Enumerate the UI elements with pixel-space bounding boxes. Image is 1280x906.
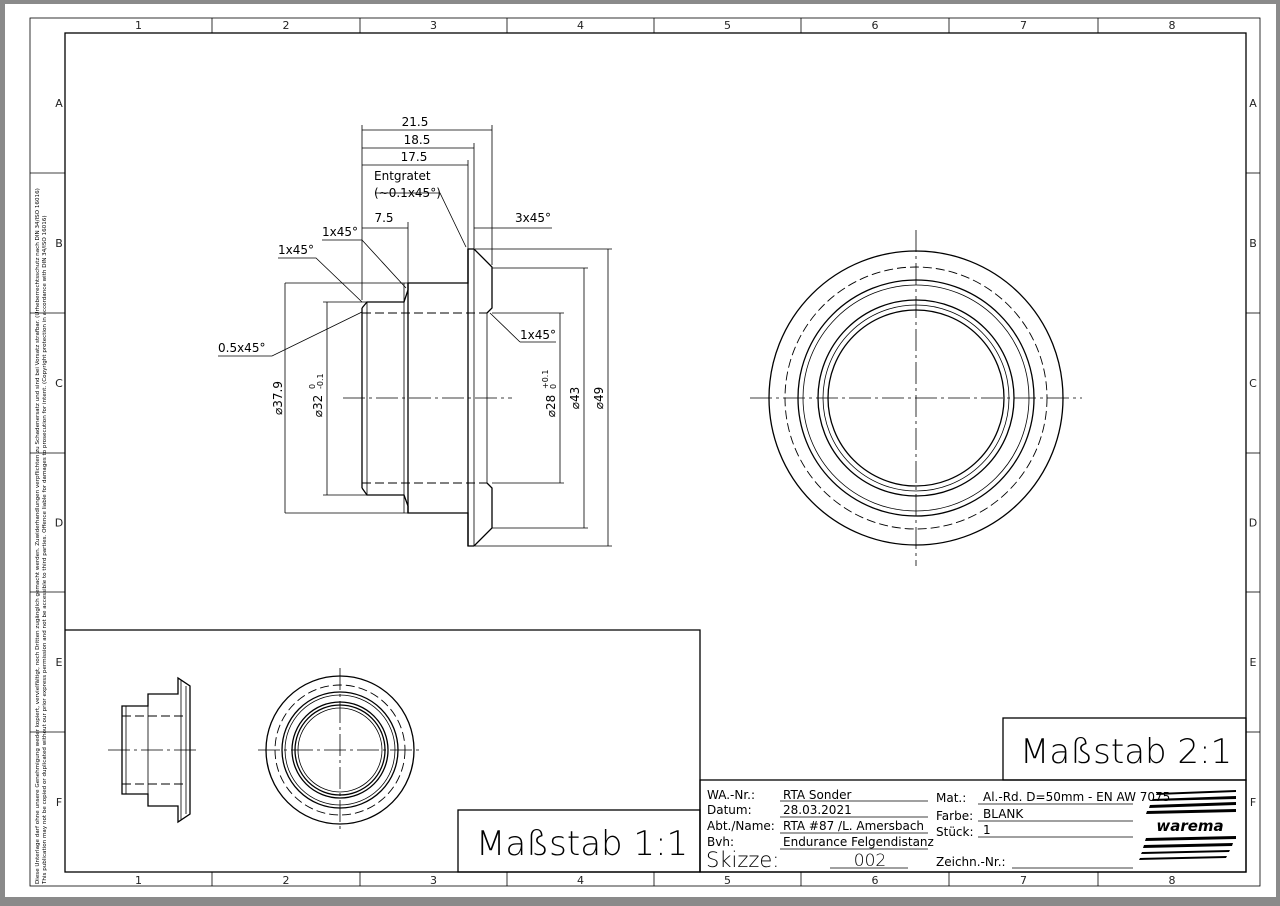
copyright-notice: Diese Unterlage darf ohne unsere Genehmi… [35,188,48,885]
dim-length-7-5: 7.5 [374,211,393,225]
date-label: Datum: [707,803,752,817]
dim-dia-32-tol-up: 0 [308,384,317,389]
note-deburr: Entgratet [374,169,431,183]
wa-label: WA.-Nr.: [707,788,755,802]
drawing-number-label: Zeichn.-Nr.: [936,855,1006,869]
column-label: 1 [135,874,142,887]
column-label: 4 [577,19,584,32]
column-label: 5 [724,874,731,887]
row-label: A [55,97,63,110]
small-side-view [108,676,200,824]
scale-main: Maßstab 2:1 [1020,732,1232,772]
chamfer-bore-in: 0.5x45° [218,341,265,355]
column-label: 8 [1169,874,1176,887]
side-view: 21.5 18.5 17.5 Entgratet (~0.1x45°) 7.5 … [218,115,612,547]
column-label: 3 [430,19,437,32]
chamfer-3x45: 3x45° [515,211,551,225]
row-label: F [1250,796,1256,809]
column-label: 6 [872,19,879,32]
column-label: 2 [283,19,290,32]
quantity-value: 1 [983,823,991,837]
color-label: Farbe: [936,809,973,823]
chamfer-step: 1x45° [322,225,358,239]
row-label: A [1249,97,1257,110]
bvh-value: Endurance Felgendistanz [783,835,934,849]
chamfer-bore-out: 1x45° [520,328,556,342]
sheet [5,4,1276,897]
sketch-label: Skizze: [706,848,779,872]
dim-dia-28-tol-up: +0.1 [541,370,550,389]
color-value: BLANK [983,807,1024,821]
row-label: C [1249,377,1257,390]
warema-logo: warema [1139,790,1236,860]
dim-length-17-5: 17.5 [401,150,428,164]
copyright-en: This publication may not be copied or du… [42,215,48,885]
column-label: 7 [1020,19,1027,32]
sketch-number: 002 [854,851,886,871]
column-label: 2 [283,874,290,887]
dim-dia-32: ⌀32 [311,395,325,418]
bvh-label: Bvh: [707,835,734,849]
quantity-label: Stück: [936,825,974,839]
dept-label: Abt./Name: [707,819,775,833]
title-block: WA.-Nr.: RTA Sonder Datum: 28.03.2021 Ab… [699,779,1247,873]
column-label: 5 [724,19,731,32]
date-value: 28.03.2021 [783,803,852,817]
row-label: F [56,796,62,809]
dim-dia-28: ⌀28 [544,395,558,418]
wa-value: RTA Sonder [783,788,851,802]
material-label: Mat.: [936,791,966,805]
column-label: 4 [577,874,584,887]
chamfer-front: 1x45° [278,243,314,257]
dim-length-total: 21.5 [402,115,429,129]
front-view [750,230,1082,566]
small-front-view [258,668,422,832]
column-label: 6 [872,874,879,887]
logo-text: warema [1156,817,1223,835]
row-label: B [55,237,63,250]
column-label: 7 [1020,874,1027,887]
column-label: 8 [1169,19,1176,32]
dim-dia-37-9: ⌀37.9 [271,381,285,415]
dim-dia-49: ⌀49 [592,387,606,410]
column-label: 3 [430,874,437,887]
row-label: C [55,377,63,390]
dim-dia-43: ⌀43 [568,387,582,410]
row-label: B [1249,237,1257,250]
dim-dia-28-tol-low: 0 [549,384,558,389]
dim-dia-32-tol-low: -0.1 [316,373,325,389]
scale-small: Maßstab 1:1 [476,824,688,864]
outer-border [29,17,1261,887]
row-label: E [56,656,63,669]
column-label: 1 [135,19,142,32]
row-label: E [1250,656,1257,669]
copyright-de: Diese Unterlage darf ohne unsere Genehmi… [35,188,41,884]
row-label: D [1249,517,1257,530]
dim-length-18-5: 18.5 [404,133,431,147]
dept-value: RTA #87 /L. Amersbach [783,819,924,833]
material-value: Al.-Rd. D=50mm - EN AW 7075 [983,790,1170,804]
note-deburr-size: (~0.1x45°) [374,186,441,200]
row-label: D [55,517,63,530]
